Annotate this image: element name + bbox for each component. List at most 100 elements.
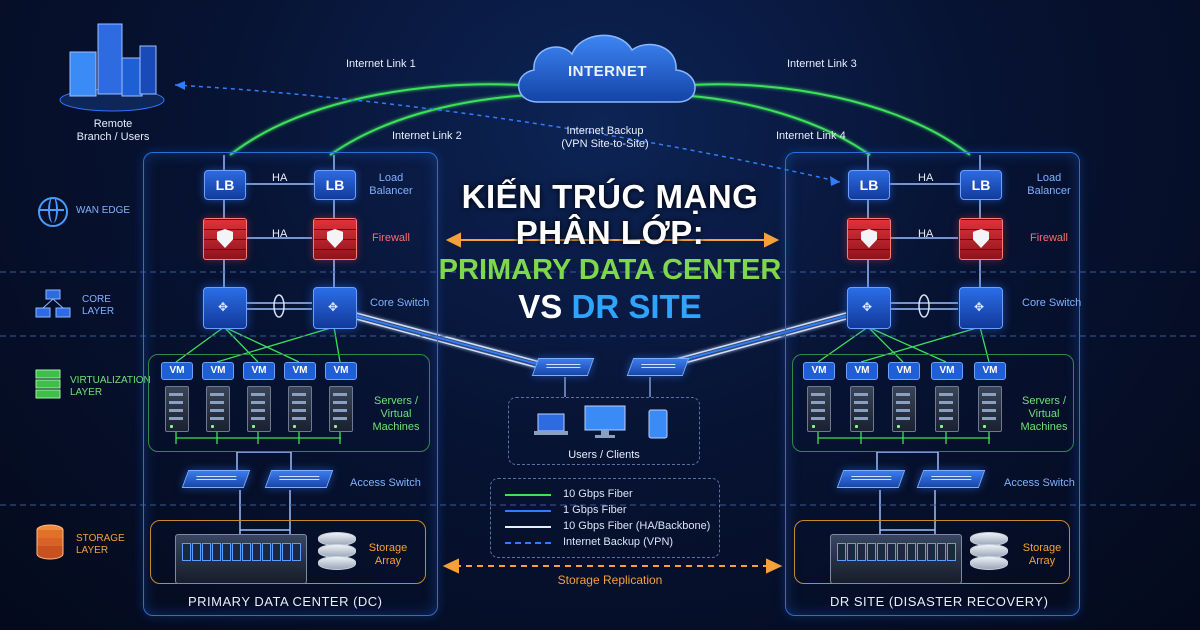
legend-item-label: Internet Backup (VPN)	[563, 536, 674, 548]
primary-dc-panel	[143, 152, 438, 616]
storage-database-icon	[36, 524, 64, 560]
laptop-icon	[534, 413, 568, 435]
dc-vm-1[interactable]: VM	[161, 362, 193, 380]
dr-site-title: DR SITE (DISASTER RECOVERY)	[830, 594, 1049, 609]
dr-servers-label: Servers / Virtual Machines	[1020, 395, 1068, 433]
dr-virt-group	[792, 354, 1074, 452]
dc-core-switch-label: Core Switch	[370, 297, 430, 309]
dc-lb-1[interactable]: LB	[204, 170, 246, 200]
tablet-icon	[648, 409, 668, 439]
dr-vm-3[interactable]: VM	[888, 362, 920, 380]
dr-access-switch-1[interactable]	[836, 470, 906, 488]
dc-server[interactable]	[206, 386, 230, 432]
internet-link-3-label: Internet Link 3	[787, 58, 857, 70]
internet-link-4-label: Internet Link 4	[776, 130, 846, 142]
dc-access-switch-2[interactable]	[264, 470, 334, 488]
internet-backup-label: Internet Backup (VPN Site-to-Site)	[561, 125, 649, 150]
dr-core-switch-1[interactable]: ✥	[847, 287, 891, 329]
dc-virt-group	[148, 354, 430, 452]
dc-lb-2[interactable]: LB	[314, 170, 356, 200]
internet-label: INTERNET	[568, 63, 647, 80]
dr-access-switch-label: Access Switch	[1004, 477, 1075, 489]
dc-firewall-2[interactable]	[313, 218, 357, 260]
dc-vm-3[interactable]: VM	[243, 362, 275, 380]
middle-switch-1[interactable]	[531, 358, 595, 376]
dr-storage-array[interactable]	[830, 534, 962, 584]
core-layer-icon	[35, 289, 71, 318]
dr-vm-5[interactable]: VM	[974, 362, 1006, 380]
dr-firewall-2[interactable]	[959, 218, 1003, 260]
internet-link-2-label: Internet Link 2	[392, 130, 462, 142]
dr-server[interactable]	[850, 386, 874, 432]
title-dr-site: DR SITE	[571, 288, 702, 325]
dr-server[interactable]	[935, 386, 959, 432]
middle-switch-2[interactable]	[626, 358, 690, 376]
arrows-icon: ✥	[328, 300, 339, 314]
layer-wan-label: WAN EDGE	[76, 205, 131, 216]
dc-core-switch-1[interactable]: ✥	[203, 287, 247, 329]
arrows-icon: ✥	[974, 300, 985, 314]
remote-label: Remote Branch / Users	[76, 118, 150, 143]
storage-replication-label: Storage Replication	[557, 573, 663, 587]
clients-label: Users / Clients	[568, 449, 640, 461]
title-line-1: KIẾN TRÚC MẠNG	[461, 178, 759, 215]
dr-firewall-1[interactable]	[847, 218, 891, 260]
dc-storage-array[interactable]	[175, 534, 307, 584]
shield-icon	[861, 229, 877, 248]
dr-vm-1[interactable]: VM	[803, 362, 835, 380]
dc-core-switch-2[interactable]: ✥	[313, 287, 357, 329]
dc-server[interactable]	[247, 386, 271, 432]
dr-site-panel	[785, 152, 1080, 616]
cloud-icon	[517, 34, 696, 103]
dc-internal-lines	[223, 155, 335, 540]
primary-dc-title: PRIMARY DATA CENTER (DC)	[188, 594, 383, 609]
dr-fw-ha-label: HA	[918, 228, 934, 240]
arrows-icon: ✥	[218, 300, 229, 314]
dr-access-switch-2[interactable]	[916, 470, 986, 488]
dr-server[interactable]	[892, 386, 916, 432]
dr-server[interactable]	[807, 386, 831, 432]
title-line-3: PRIMARY DATA CENTER	[438, 254, 782, 286]
dr-disk-icon	[970, 532, 1008, 576]
dr-vm-4[interactable]: VM	[931, 362, 963, 380]
dr-core-switch-label: Core Switch	[1022, 297, 1082, 309]
layer-core-label: CORE LAYER	[82, 294, 115, 317]
dc-server[interactable]	[165, 386, 189, 432]
legend: 10 Gbps Fiber 1 Gbps Fiber 10 Gbps Fiber…	[490, 478, 720, 558]
dc-lb-ha-label: HA	[272, 172, 288, 184]
dc-vm-4[interactable]: VM	[284, 362, 316, 380]
layer-storage-label: STORAGE LAYER	[76, 533, 125, 556]
dr-lb-2[interactable]: LB	[960, 170, 1002, 200]
internet-link-4-line	[679, 94, 871, 156]
title-line-2: PHÂN LỚP:	[515, 214, 705, 251]
dr-lb-1[interactable]: LB	[848, 170, 890, 200]
vpn-backup-line	[174, 84, 841, 183]
wan-globe-icon	[38, 197, 68, 227]
dc-access-switch-label: Access Switch	[350, 477, 421, 489]
dc-server[interactable]	[329, 386, 353, 432]
dr-load-balancer-label: Load Balancer	[1027, 172, 1071, 197]
dr-core-switch-2[interactable]: ✥	[959, 287, 1003, 329]
dr-server[interactable]	[978, 386, 1002, 432]
shield-icon	[217, 229, 233, 248]
building-icon	[59, 23, 165, 112]
dc-server[interactable]	[288, 386, 312, 432]
dc-firewall-1[interactable]	[203, 218, 247, 260]
dc-firewall-label: Firewall	[372, 232, 410, 244]
legend-item-label: 10 Gbps Fiber (HA/Backbone)	[563, 520, 711, 532]
virtualization-icon	[35, 369, 61, 399]
dc-vm-5[interactable]: VM	[325, 362, 357, 380]
dc-storage-array-label: Storage Array	[368, 542, 408, 567]
blue-backbone	[355, 315, 847, 365]
title-vs: VS	[518, 288, 563, 325]
clients-group: Users / Clients	[508, 397, 700, 465]
dc-green-lines	[175, 326, 341, 444]
dr-green-lines	[817, 326, 990, 444]
internet-link-3-line	[689, 83, 971, 156]
dc-access-switch-1[interactable]	[181, 470, 251, 488]
dc-load-balancer-label: Load Balancer	[369, 172, 413, 197]
legend-item-label: 1 Gbps Fiber	[563, 504, 627, 516]
dc-vm-2[interactable]: VM	[202, 362, 234, 380]
dr-vm-2[interactable]: VM	[846, 362, 878, 380]
